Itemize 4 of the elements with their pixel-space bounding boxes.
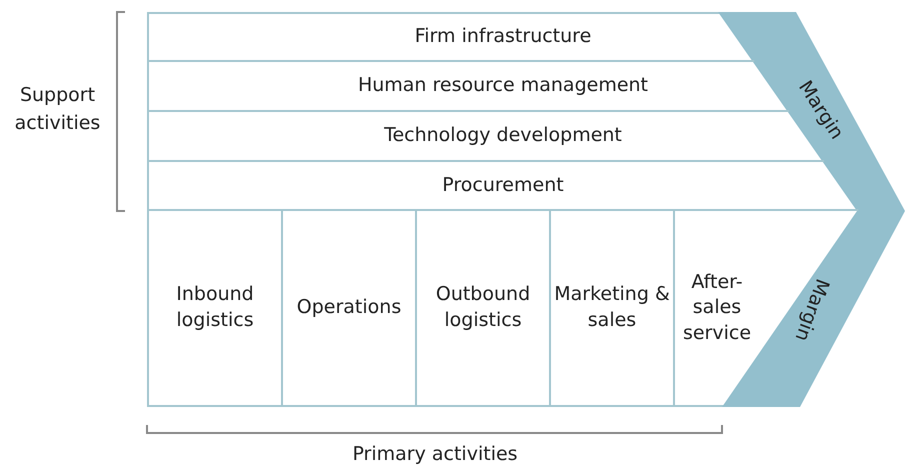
bracket-label: Primary activities [351, 442, 519, 467]
support-activity-bar: Firm infrastructure [147, 12, 721, 62]
primary-activity-box: Inbound logistics [147, 209, 283, 407]
bracket-label: Support activities [14, 83, 102, 136]
